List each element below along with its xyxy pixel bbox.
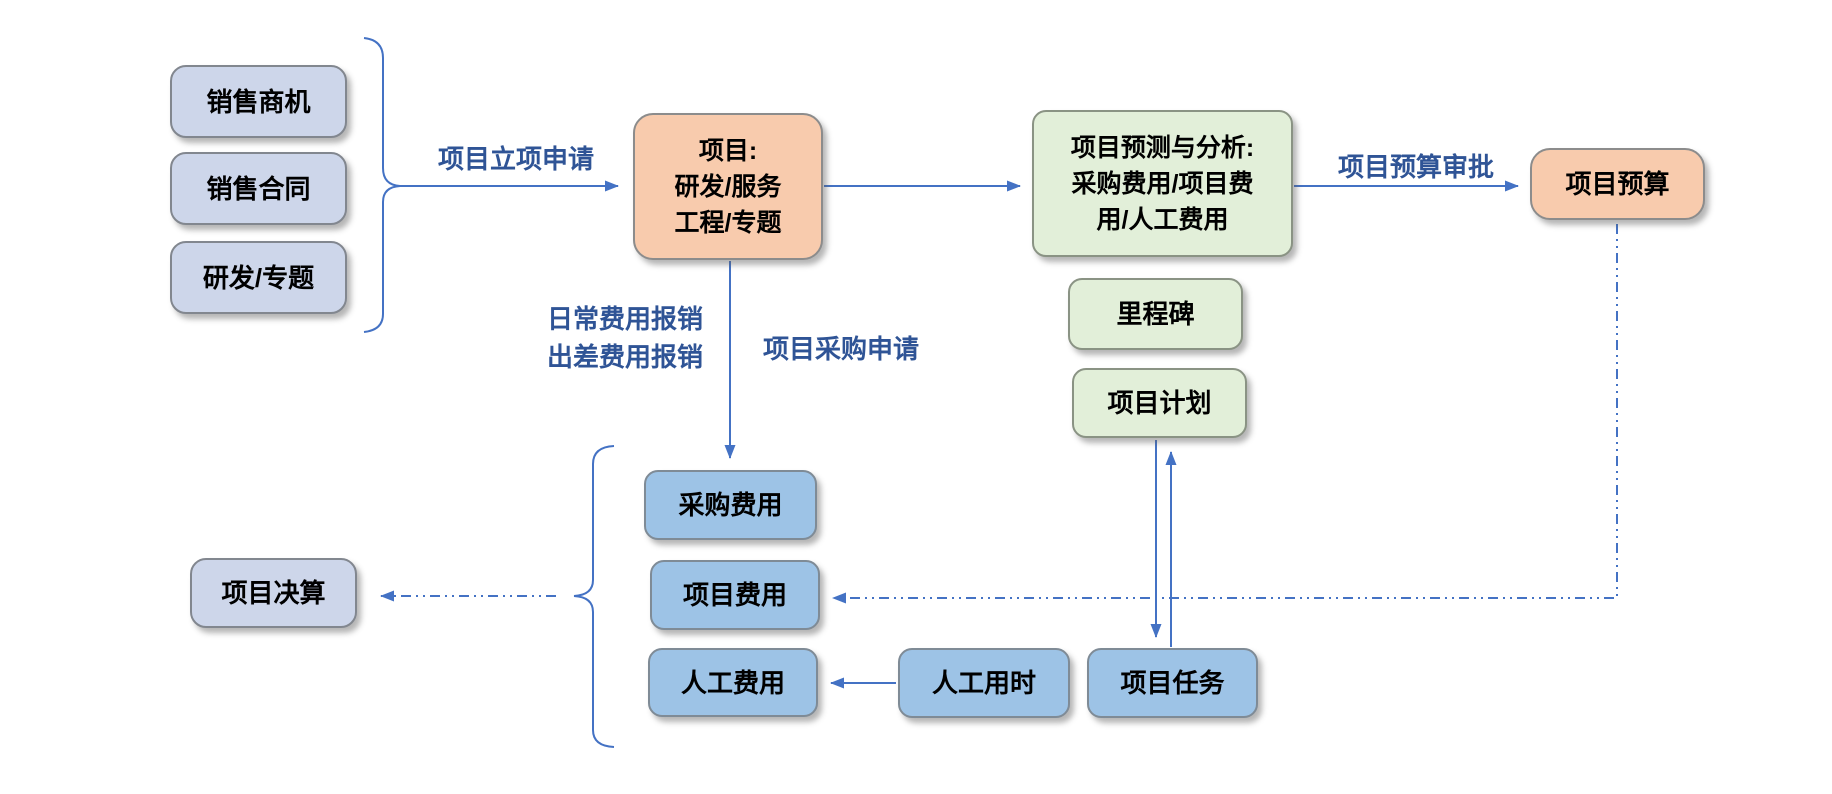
node-labor-time: 人工用时: [898, 648, 1070, 718]
node-procurement-cost: 采购费用: [644, 470, 817, 540]
node-project-plan: 项目计划: [1072, 368, 1247, 438]
brace-costs: [573, 445, 615, 748]
edge-label-budget-approval: 项目预算审批: [1337, 152, 1494, 182]
node-sales-contract: 销售合同: [170, 152, 347, 225]
node-project: 项目: 研发/服务 工程/专题: [633, 113, 823, 260]
node-rnd-topic: 研发/专题: [170, 241, 347, 314]
edge-label-procurement-request: 项目采购申请: [762, 334, 919, 364]
node-labor-cost: 人工费用: [648, 648, 818, 717]
edge-label-expense-reimburse: 日常费用报销 出差费用报销: [546, 304, 703, 372]
edge-label-initiation: 项目立项申请: [437, 144, 594, 174]
node-milestone: 里程碑: [1068, 278, 1243, 350]
node-project-cost: 项目费用: [650, 560, 820, 630]
node-forecast-analysis: 项目预测与分析: 采购费用/项目费 用/人工费用: [1032, 110, 1293, 257]
node-sales-opportunity: 销售商机: [170, 65, 347, 138]
node-project-budget: 项目预算: [1530, 148, 1705, 220]
edge-budget-to-projectcost-dashed-arrow: [832, 224, 1618, 604]
brace-sources: [363, 37, 401, 333]
node-project-task: 项目任务: [1087, 648, 1258, 718]
node-final-account: 项目决算: [190, 558, 357, 628]
